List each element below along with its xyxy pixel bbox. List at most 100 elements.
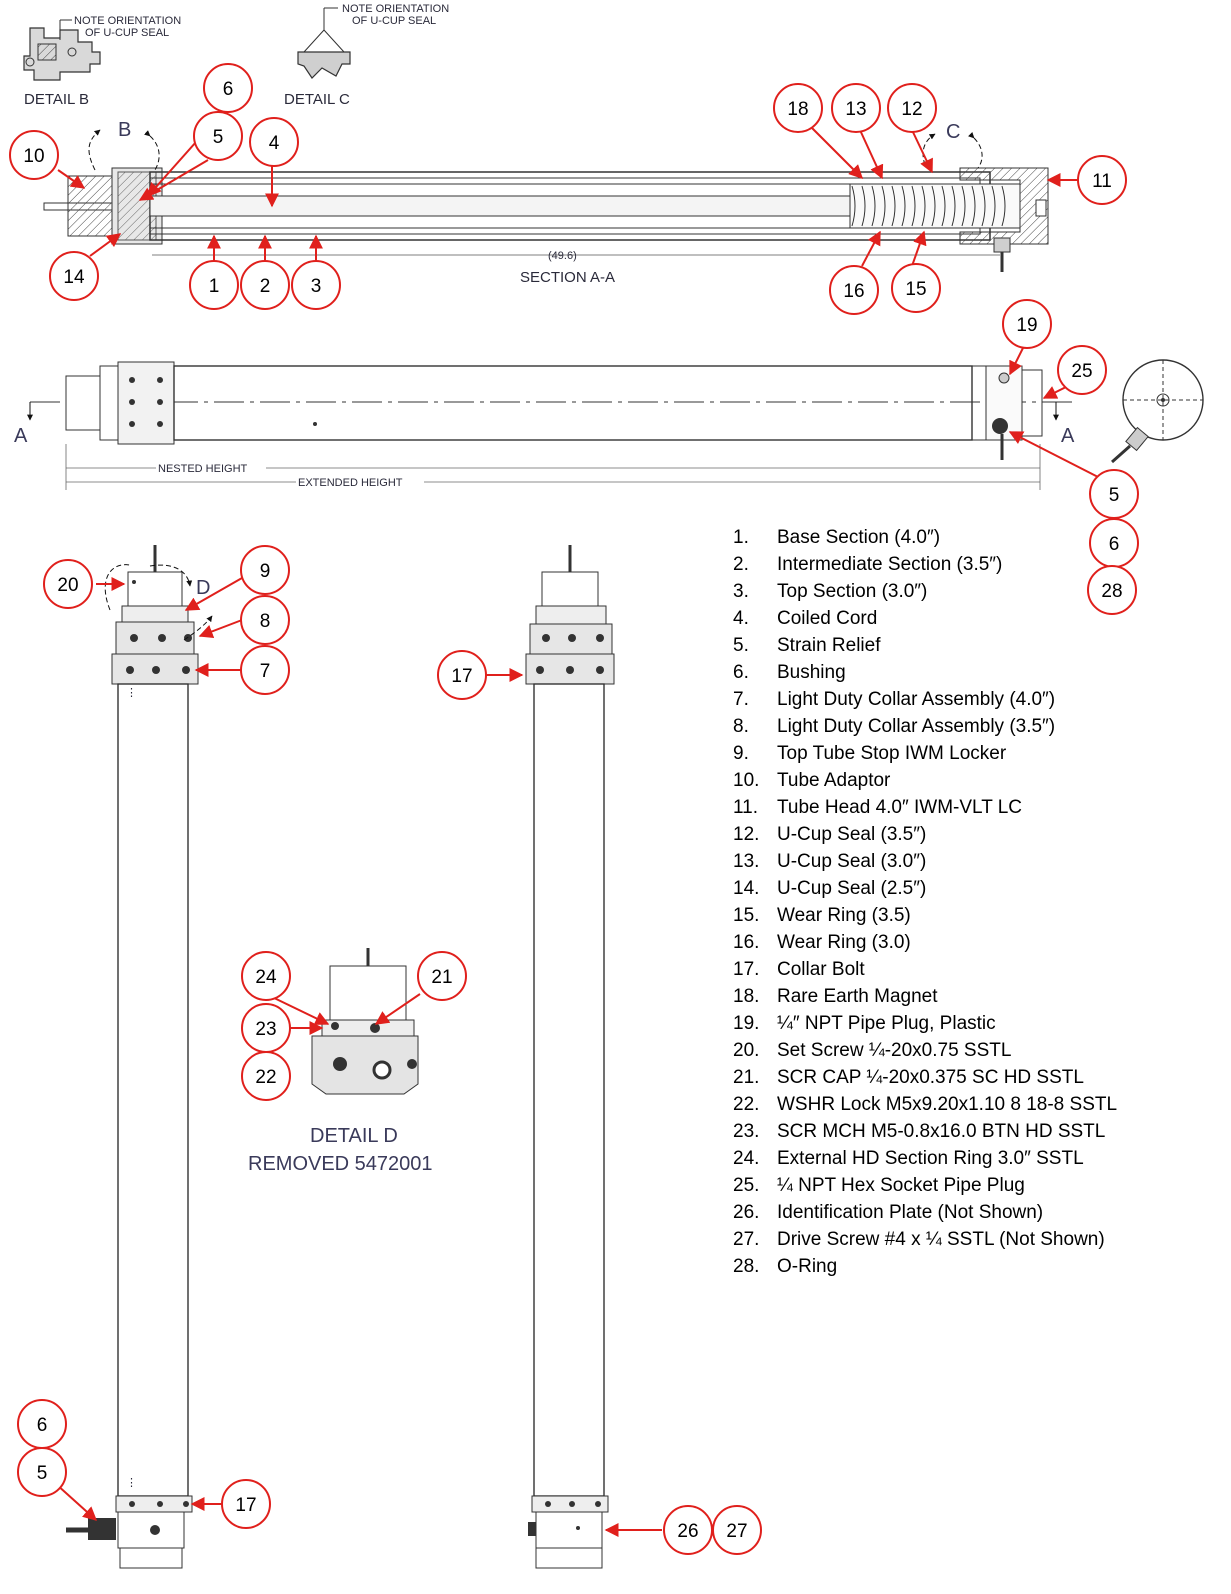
parts-list-number: 1. [733,527,749,548]
callout-11-label: 11 [1092,171,1112,192]
parts-list-label: Drive Screw #4 x ¼ SSTL (Not Shown) [777,1229,1105,1250]
parts-list-number: 11. [733,797,759,818]
callout-17-bottom-label: 17 [235,1495,256,1516]
parts-list-number: 5. [733,635,749,656]
parts-list-item: 17.Collar Bolt [733,956,1117,983]
parts-list-number: 22. [733,1094,760,1115]
parts-list-number: 24. [733,1148,760,1169]
parts-list-item: 26.Identification Plate (Not Shown) [733,1199,1117,1226]
detail-c-title: DETAIL C [284,91,350,108]
callout-23: 23 [241,1003,291,1053]
mark-dots-bottom: ⋮ [126,1477,137,1489]
callout-18: 18 [773,83,823,133]
callout-16: 16 [829,265,879,315]
callout-6-label: 6 [223,79,234,100]
parts-list-number: 18. [733,986,760,1007]
callout-28: 28 [1087,565,1137,615]
parts-list-number: 4. [733,608,749,629]
parts-list-label: Collar Bolt [777,959,865,980]
callout-7-label: 7 [260,661,271,682]
callout-1-label: 1 [209,276,220,297]
parts-list-number: 26. [733,1202,760,1223]
callout-25-label: 25 [1071,361,1092,382]
parts-list-number: 27. [733,1229,760,1250]
callout-21-label: 21 [431,967,452,988]
end-view [1111,359,1204,464]
callout-6-section: 6 [203,63,253,113]
parts-list-item: 21.SCR CAP ¼-20x0.375 SC HD SSTL [733,1064,1117,1091]
parts-list-number: 16. [733,932,760,953]
extended-view-right [525,545,615,1569]
parts-list-label: External HD Section Ring 3.0″ SSTL [777,1148,1084,1169]
callout-11: 11 [1077,155,1127,205]
leader-lines [55,105,1101,1537]
mark-dots-top: ⋮ [126,687,137,699]
callout-19-label: 19 [1016,315,1037,336]
callout-28-label: 28 [1101,581,1122,602]
side-view: A A NESTED HEIGHT EXTENDED HEIGHT [14,359,1204,490]
coiled-cord [849,183,1021,229]
callout-bubbles: 10 6 5 4 14 1 2 3 18 13 12 11 16 15 19 2… [9,63,1139,1555]
parts-list-label: Wear Ring (3.0) [777,932,911,953]
parts-list-label: Coiled Cord [777,608,878,629]
section-title: SECTION A-A [520,269,615,286]
parts-list-item: 2.Intermediate Section (3.5″) [733,551,1117,578]
detail-b-view: NOTE ORIENTATION OF U-CUP SEAL DETAIL B [23,15,181,108]
callout-27: 27 [712,1505,762,1555]
extended-height-label: EXTENDED HEIGHT [298,477,403,489]
parts-list-item: 15.Wear Ring (3.5) [733,902,1117,929]
parts-list-label: SCR MCH M5-0.8x16.0 BTN HD SSTL [777,1121,1106,1142]
parts-list-number: 20. [733,1040,760,1061]
parts-list-number: 19. [733,1013,760,1034]
detail-d-subtitle: REMOVED 5472001 [248,1153,433,1175]
view-c-label: C [946,121,960,143]
parts-list-number: 21. [733,1067,760,1088]
callout-24: 24 [241,951,291,1001]
callout-26: 26 [663,1505,713,1555]
parts-list-number: 3. [733,581,749,602]
parts-list-item: 23.SCR MCH M5-0.8x16.0 BTN HD SSTL [733,1118,1117,1145]
callout-8: 8 [240,595,290,645]
parts-list-label: Strain Relief [777,635,881,656]
parts-list-item: 14.U-Cup Seal (2.5″) [733,875,1117,902]
parts-list-label: Light Duty Collar Assembly (4.0″) [777,689,1056,710]
parts-list-label: O-Ring [777,1256,838,1277]
parts-list-number: 10. [733,770,760,791]
parts-list-number: 6. [733,662,749,683]
parts-list-number: 12. [733,824,760,845]
callout-10-label: 10 [23,146,44,167]
parts-list-number: 8. [733,716,749,737]
callout-7: 7 [240,645,290,695]
detail-b-title: DETAIL B [24,91,89,108]
callout-12: 12 [887,83,937,133]
nested-height-label: NESTED HEIGHT [158,463,248,475]
callout-16-label: 16 [843,281,864,302]
parts-list-item: 20.Set Screw ¼-20x0.75 SSTL [733,1037,1117,1064]
callout-1: 1 [189,260,239,310]
callout-27-label: 27 [726,1521,747,1542]
parts-list-label: Rare Earth Magnet [777,986,938,1007]
detail-b-note-line2: OF U-CUP SEAL [85,27,169,39]
parts-list-number: 25. [733,1175,760,1196]
cut-label-right: A [1061,425,1075,447]
callout-13-label: 13 [845,99,866,120]
parts-list-item: 5. Strain Relief [733,632,1117,659]
callout-9-label: 9 [260,561,271,582]
parts-list-item: 9.Top Tube Stop IWM Locker [733,740,1117,767]
callout-14: 14 [49,251,99,301]
callout-5-side: 5 [1089,469,1139,519]
callout-5-bottom-label: 5 [37,1463,48,1484]
detail-c-note-line1: NOTE ORIENTATION [342,3,449,15]
callout-22: 22 [241,1051,291,1101]
parts-list-label: WSHR Lock M5x9.20x1.10 8 18-8 SSTL [777,1094,1118,1115]
parts-list-label: ¼″ NPT Pipe Plug, Plastic [777,1013,996,1034]
parts-list-item: 19. ¼″ NPT Pipe Plug, Plastic [733,1010,1117,1037]
parts-list-number: 9. [733,743,749,764]
parts-list-label: Base Section (4.0″) [777,527,941,548]
parts-list-item: 3.Top Section (3.0″) [733,578,1117,605]
parts-list-label: Tube Head 4.0″ IWM-VLT LC [777,797,1023,818]
overall-dimension: (49.6) [548,250,577,262]
callout-24-label: 24 [255,967,277,988]
extended-view-left: D ⋮ ⋮ [66,545,213,1569]
